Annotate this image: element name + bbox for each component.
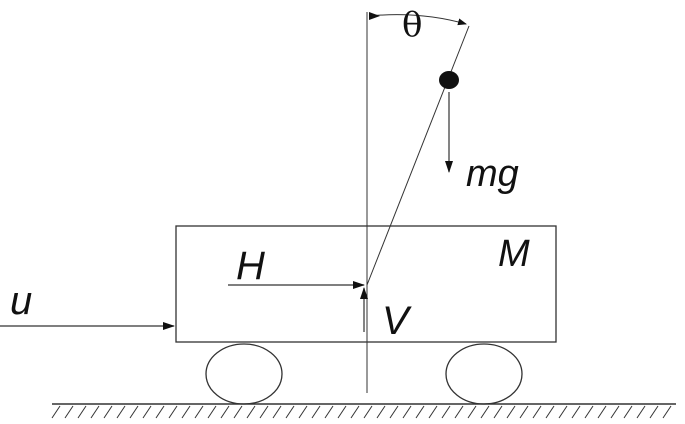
ground-hatch-mark <box>194 405 204 419</box>
ground-hatch-mark <box>155 405 165 419</box>
ground-hatch-mark <box>467 405 477 419</box>
ground-hatch-mark <box>389 405 399 419</box>
ground-hatch-mark <box>428 405 438 419</box>
ground-hatch-mark <box>129 405 139 419</box>
ground-hatch-mark <box>597 405 607 419</box>
ground-hatch-mark <box>506 405 516 419</box>
ground-hatch-mark <box>558 405 568 419</box>
ground <box>51 403 676 419</box>
ground-hatch-mark <box>402 405 412 419</box>
theta-arc-start-tick <box>369 12 380 20</box>
ground-hatch-mark <box>662 405 672 419</box>
ground-hatch-mark <box>454 405 464 419</box>
ground-hatch-mark <box>350 405 360 419</box>
wheel-right <box>445 343 523 405</box>
theta-angle-arc <box>368 14 467 26</box>
ground-hatch-mark <box>376 405 386 419</box>
input-force-label: u <box>10 279 32 323</box>
ground-hatch-mark <box>363 405 373 419</box>
ground-hatch-mark <box>246 405 256 419</box>
ground-hatch-mark <box>272 405 282 419</box>
pendulum-rod <box>366 25 470 286</box>
ground-hatch-mark <box>64 405 74 419</box>
ground-hatch-mark <box>142 405 152 419</box>
ground-hatch-mark <box>324 405 334 419</box>
cart-body <box>175 225 557 343</box>
ground-hatching <box>51 405 672 419</box>
horizontal-force-label: H <box>236 244 265 288</box>
ground-hatch-mark <box>623 405 633 419</box>
theta-label: θ <box>402 5 422 45</box>
cart-mass-label: M <box>498 233 530 275</box>
ground-hatch-mark <box>259 405 269 419</box>
ground-hatch-mark <box>103 405 113 419</box>
ground-hatch-mark <box>311 405 321 419</box>
ground-hatch-mark <box>480 405 490 419</box>
ground-hatch-mark <box>545 405 555 419</box>
ground-hatch-mark <box>649 405 659 419</box>
ground-hatch-mark <box>168 405 178 419</box>
ground-hatch-mark <box>636 405 646 419</box>
vertical-force-label: V <box>382 299 412 343</box>
ground-hatch-mark <box>519 405 529 419</box>
pendulum-bob <box>439 71 459 89</box>
ground-hatch-mark <box>285 405 295 419</box>
ground-hatch-mark <box>51 405 61 419</box>
ground-hatch-mark <box>571 405 581 419</box>
ground-hatch-mark <box>584 405 594 419</box>
ground-hatch-mark <box>337 405 347 419</box>
ground-hatch-mark <box>298 405 308 419</box>
ground-hatch-mark <box>493 405 503 419</box>
ground-hatch-mark <box>610 405 620 419</box>
ground-hatch-mark <box>415 405 425 419</box>
ground-hatch-mark <box>532 405 542 419</box>
ground-hatch-mark <box>233 405 243 419</box>
ground-hatch-mark <box>207 405 217 419</box>
ground-hatch-mark <box>181 405 191 419</box>
wheel-left <box>205 343 283 405</box>
ground-hatch-mark <box>220 405 230 419</box>
ground-hatch-mark <box>90 405 100 419</box>
ground-hatch-mark <box>441 405 451 419</box>
ground-hatch-mark <box>77 405 87 419</box>
ground-hatch-mark <box>116 405 126 419</box>
gravity-label: mg <box>466 153 519 195</box>
